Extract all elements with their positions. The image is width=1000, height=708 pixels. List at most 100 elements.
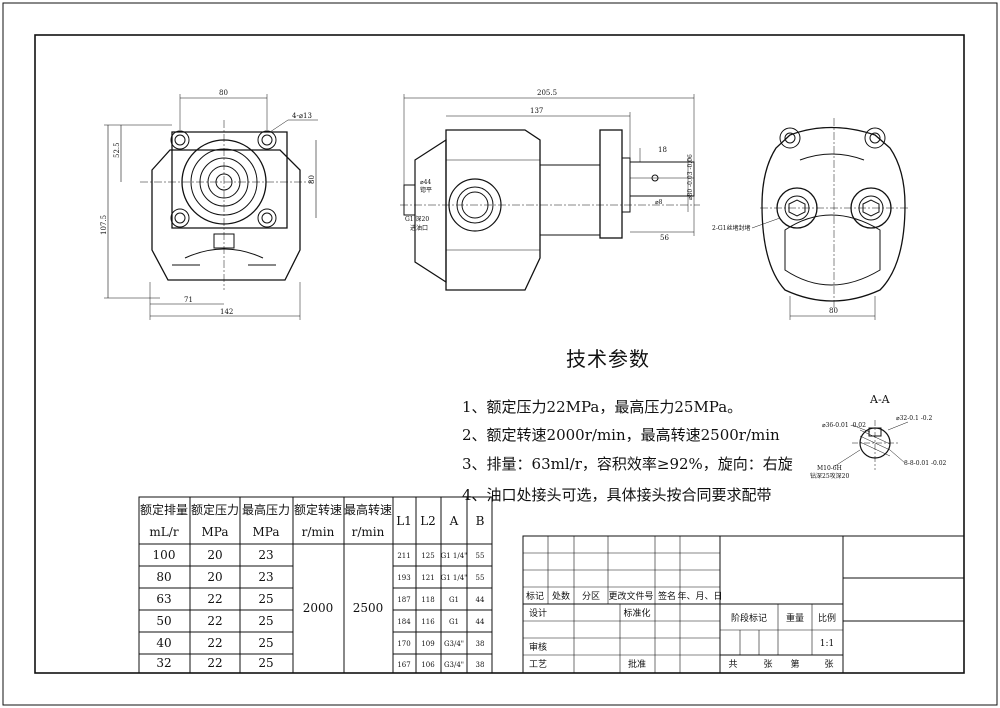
tb-weight: 重量	[786, 612, 804, 624]
spec-cell: 23	[258, 570, 273, 584]
spec-cell: 44	[476, 596, 485, 604]
spec-cell: 22	[207, 656, 222, 670]
spec-cell: 25	[258, 636, 273, 650]
side-dim-mid: 137	[530, 107, 543, 115]
spec-cell: 106	[421, 661, 435, 669]
front-dim-bottom-left: 71	[184, 296, 193, 304]
spec-cell: 170	[397, 640, 410, 648]
spec-cell: 211	[397, 552, 410, 560]
spec-cell: 63	[156, 592, 171, 606]
tb-stage: 阶段标记	[731, 612, 767, 624]
spec-cell: 22	[207, 614, 222, 628]
rear-port-label: 2-G1丝堵封堵	[712, 224, 750, 232]
front-view	[104, 94, 318, 320]
spec-header-rated-speed: 额定转速	[294, 502, 342, 517]
spec-unit-max-pressure: MPa	[253, 525, 280, 539]
spec-max-speed-value: 2500	[353, 601, 384, 615]
front-dim-bottom-total: 142	[220, 308, 233, 316]
tb-count: 处数	[552, 590, 570, 602]
spec-cell: 100	[153, 548, 176, 562]
spec-header-l1: L1	[396, 514, 412, 528]
tech-note-1: 1、额定压力22MPa，最高压力25MPa。	[462, 398, 742, 416]
spec-rated-speed-value: 2000	[303, 601, 334, 615]
spec-header-displacement: 额定排量	[140, 502, 188, 517]
spec-cell: 20	[207, 570, 222, 584]
spec-cell: 20	[207, 548, 222, 562]
side-dim-shaft-small: ⌀8	[655, 199, 663, 206]
tb-sign: 签名	[658, 590, 676, 602]
spec-cell: 125	[421, 552, 434, 560]
side-port-label-1: ⌀44	[420, 179, 431, 186]
tb-date: 年、月、日	[677, 590, 722, 602]
spec-cell: 50	[156, 614, 171, 628]
spec-cell: 167	[397, 661, 410, 669]
spec-header-rated-pressure: 额定压力	[191, 502, 239, 517]
tb-change-doc: 更改文件号	[608, 590, 653, 602]
spec-header-a: A	[449, 514, 459, 528]
spec-unit-rated-speed: r/min	[302, 525, 335, 539]
spec-cell: 55	[476, 574, 485, 582]
spec-cell: 40	[156, 636, 171, 650]
spec-cell: G3/4"	[444, 640, 464, 648]
title-block: 标记 处数 分区 更改文件号 签名 年、月、日 设计 标准化 阶段标记 重量 比…	[526, 590, 836, 670]
spec-cell: G1 1/4"	[441, 574, 468, 582]
tb-design: 设计	[529, 607, 547, 619]
spec-cell: 116	[421, 618, 435, 626]
spec-header-b: B	[476, 514, 485, 528]
spec-header-l2: L2	[420, 514, 436, 528]
spec-unit-displacement: mL/r	[149, 525, 178, 539]
front-dim-height-full: 107.5	[100, 215, 108, 235]
section-dim-outer: ⌀36-0.01 -0.02	[822, 422, 866, 429]
rear-dim-bottom: 80	[829, 307, 838, 315]
side-dim-pilot: ⌀80 -0.03 -0.06	[687, 154, 694, 200]
spec-cell: 187	[397, 596, 410, 604]
spec-cell: 25	[258, 614, 273, 628]
tb-total: 共	[728, 659, 737, 670]
tb-sheet-unit: 张	[763, 659, 772, 670]
title-block-grid	[522, 535, 965, 674]
tb-scale-label: 比例	[818, 612, 836, 624]
tb-approve: 批准	[628, 658, 646, 670]
spec-cell: 80	[156, 570, 171, 584]
tech-note-4: 4、油口处接头可选，具体接头按合同要求配带	[462, 486, 772, 504]
rear-view	[751, 118, 910, 320]
spec-header-max-pressure: 最高压力	[242, 502, 290, 517]
side-port-label-4: 进油口	[410, 224, 428, 232]
spec-cell: 193	[397, 574, 410, 582]
spec-cell: G1 1/4"	[441, 552, 468, 560]
side-view	[400, 94, 700, 291]
tech-note-3: 3、排量：63ml/r，容积效率≥92%，旋向：右旋	[462, 455, 793, 473]
tech-title: 技术参数	[566, 347, 650, 371]
spec-table-grid	[138, 496, 493, 674]
spec-cell: 44	[476, 618, 485, 626]
section-title: A-A	[869, 393, 891, 406]
spec-cell: G1	[449, 596, 459, 604]
spec-cell: 184	[397, 618, 411, 626]
spec-cell: 121	[421, 574, 434, 582]
section-key-label: 8-8-0.01 -0.02	[904, 460, 947, 467]
tb-zone: 分区	[582, 591, 600, 602]
spec-unit-rated-pressure: MPa	[202, 525, 229, 539]
tech-note-2: 2、额定转速2000r/min，最高转速2500r/min	[462, 426, 780, 444]
section-thread-label-2: 钻深25攻深20	[810, 472, 849, 480]
spec-cell: 109	[421, 640, 434, 648]
spec-cell: G1	[449, 618, 459, 626]
spec-cell: 38	[476, 640, 485, 648]
spec-cell: 32	[156, 656, 171, 670]
spec-table: 额定排量 额定压力 最高压力 额定转速 最高转速 L1 L2 A B mL/r …	[140, 502, 485, 670]
side-port-label-3: G1 深20	[405, 215, 429, 223]
spec-cell: G3/4"	[444, 661, 464, 669]
section-aa-view	[834, 420, 909, 470]
tb-page: 第	[790, 658, 799, 670]
spec-cell: 118	[421, 596, 434, 604]
front-dim-height-right: 80	[308, 175, 316, 184]
spec-cell: 55	[476, 552, 485, 560]
side-port-label-2: 锪平	[420, 186, 432, 194]
side-dim-total: 205.5	[537, 89, 557, 97]
tb-standard: 标准化	[623, 607, 650, 619]
section-thread-label-1: M10-6H	[817, 465, 842, 472]
tb-scale-value: 1:1	[820, 639, 834, 649]
spec-header-max-speed: 最高转速	[344, 502, 392, 517]
spec-unit-max-speed: r/min	[352, 525, 385, 539]
